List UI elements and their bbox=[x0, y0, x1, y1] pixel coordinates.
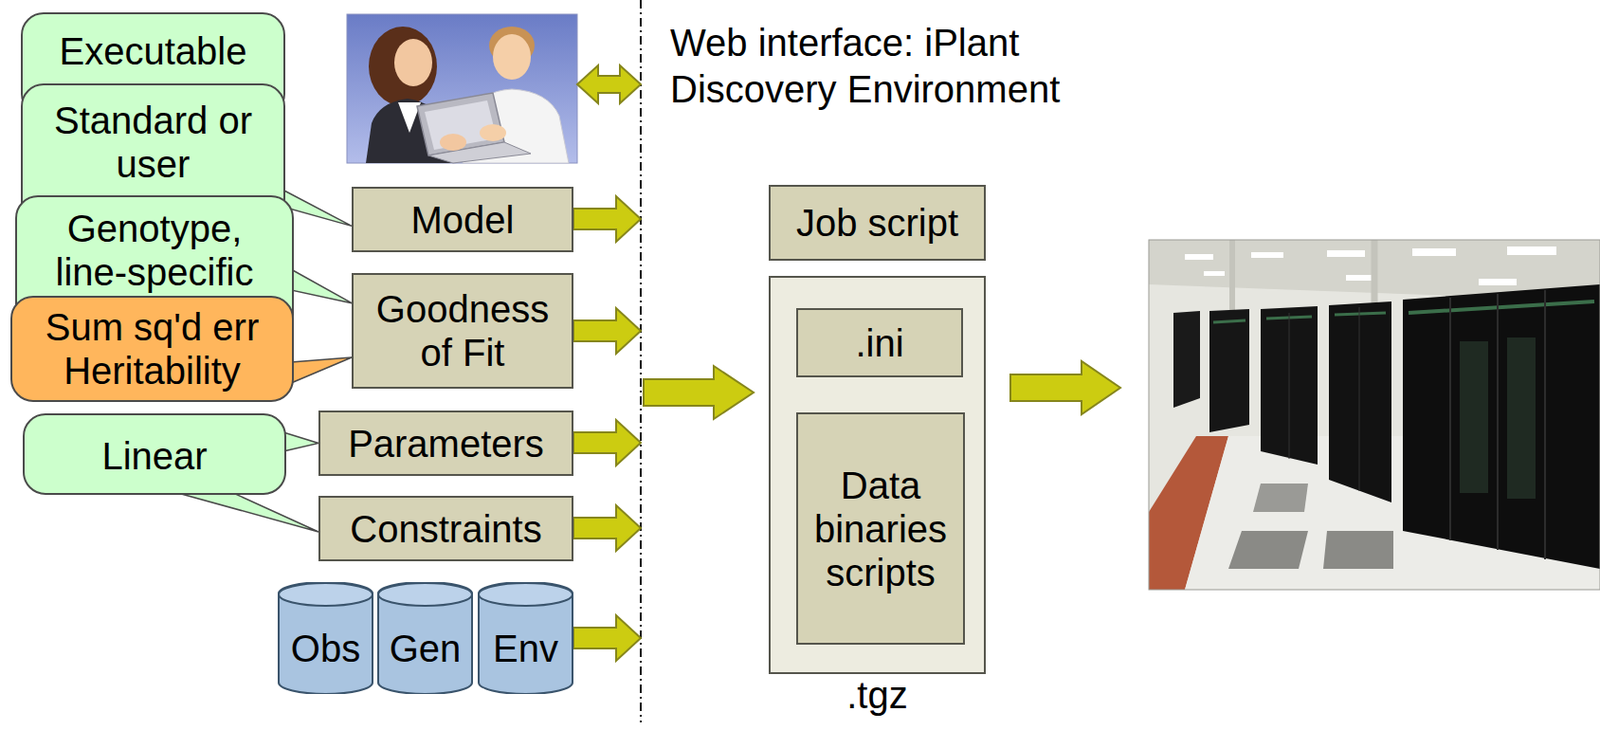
data-cylinder: Env bbox=[477, 581, 574, 694]
node-text: Sum sq'd err Heritability bbox=[23, 305, 281, 393]
process-box: Model bbox=[351, 186, 574, 253]
people-illustration-part bbox=[439, 133, 467, 151]
block-arrows-part bbox=[573, 615, 641, 661]
supercomputer-photo-part bbox=[1412, 248, 1456, 256]
supercomputer-photo-part bbox=[1371, 239, 1379, 313]
supercomputer-photo-part bbox=[1203, 271, 1225, 276]
data-cylinder: Gen bbox=[377, 581, 473, 694]
supercomputer-photo-part bbox=[1496, 293, 1499, 550]
supercomputer-photo-part bbox=[1228, 530, 1309, 569]
node-text: Genotype, line-specific bbox=[28, 206, 281, 294]
process-box: Parameters bbox=[318, 410, 574, 476]
supercomputer-photo-part bbox=[1449, 297, 1452, 541]
people-illustration-part bbox=[346, 14, 578, 164]
interface-label: Web interface: iPlant Discovery Environm… bbox=[670, 19, 1126, 113]
block-arrows-part bbox=[577, 65, 641, 104]
data-cylinder: Obs bbox=[277, 581, 374, 694]
callout-tail bbox=[283, 432, 319, 452]
block-arrows-part bbox=[643, 365, 754, 419]
supercomputer-photo-part bbox=[1253, 483, 1309, 512]
callout-tail bbox=[290, 357, 352, 383]
process-box: Goodness of Fit bbox=[351, 272, 574, 389]
node-text: Linear bbox=[101, 434, 207, 478]
file-box: Data binaries scripts bbox=[796, 412, 965, 645]
supercomputer-photo-part bbox=[1173, 310, 1200, 408]
block-arrows-part bbox=[573, 196, 641, 242]
supercomputer-photo-part bbox=[1459, 341, 1489, 493]
supercomputer-photo-part bbox=[1148, 239, 1600, 590]
node-text: .ini bbox=[854, 321, 904, 365]
node-text: Job script bbox=[796, 200, 959, 245]
archive-box: .tgz.iniData binaries scripts bbox=[768, 275, 986, 674]
node-text: .tgz bbox=[770, 675, 984, 714]
process-box: Job script bbox=[768, 184, 986, 261]
callout-bubble: Sum sq'd err Heritability bbox=[10, 295, 294, 402]
callout-bubble: Linear bbox=[22, 413, 287, 495]
supercomputer-photo-part bbox=[1408, 301, 1595, 313]
supercomputer-photo-part bbox=[1328, 301, 1392, 503]
node-text: Executable bbox=[59, 29, 248, 73]
supercomputer-photo-part bbox=[1544, 290, 1546, 560]
supercomputer-photo-part bbox=[1213, 320, 1246, 323]
supercomputer-photo-part bbox=[1345, 274, 1375, 281]
cylinder-body bbox=[378, 581, 473, 694]
node-text: Env bbox=[492, 626, 559, 671]
callout-tail bbox=[174, 491, 319, 532]
node-text: Model bbox=[411, 198, 515, 242]
supercomputer-photo-part bbox=[1209, 309, 1250, 433]
supercomputer-photo-part bbox=[1323, 530, 1394, 569]
supercomputer-photo-part bbox=[1359, 307, 1361, 491]
people-illustration-part bbox=[368, 26, 437, 107]
node-text: Gen bbox=[389, 626, 462, 671]
cylinder-body bbox=[278, 581, 373, 694]
block-arrows-part bbox=[1010, 361, 1121, 415]
process-box: Constraints bbox=[318, 495, 574, 562]
block-arrows bbox=[573, 65, 1121, 661]
supercomputer-photo-part bbox=[1251, 252, 1284, 258]
file-box: .ini bbox=[796, 308, 964, 378]
node-text: Constraints bbox=[349, 507, 542, 551]
supercomputer-photo-part bbox=[1402, 284, 1600, 569]
supercomputer-photo bbox=[1148, 239, 1600, 590]
supercomputer-photo-part bbox=[1507, 246, 1557, 255]
block-arrows-part bbox=[573, 505, 641, 551]
supercomputer-photo-part bbox=[1184, 254, 1214, 260]
supercomputer-photo-part bbox=[1229, 239, 1236, 313]
node-text: Data binaries scripts bbox=[809, 463, 952, 595]
supercomputer-photo-part bbox=[1334, 312, 1386, 315]
people-illustration-part bbox=[424, 100, 497, 150]
supercomputer-photo-part bbox=[1289, 312, 1291, 459]
node-text: Goodness of Fit bbox=[367, 287, 558, 375]
supercomputer-photo-part bbox=[1327, 250, 1365, 257]
cylinder-top bbox=[278, 582, 373, 606]
supercomputer-photo-part bbox=[1507, 337, 1536, 499]
callout-tail bbox=[290, 269, 352, 304]
block-arrows-part bbox=[573, 419, 641, 466]
people-illustration-part bbox=[492, 34, 531, 80]
supercomputer-photo-part bbox=[1260, 306, 1318, 465]
people-illustration-part bbox=[479, 124, 507, 142]
boundary-line bbox=[639, 0, 642, 723]
node-text: Standard or user bbox=[34, 98, 273, 186]
cylinder-top bbox=[478, 582, 573, 606]
cylinder-top bbox=[378, 582, 473, 606]
supercomputer-photo-part bbox=[1478, 278, 1517, 286]
node-text: Parameters bbox=[347, 421, 545, 466]
cylinder-body bbox=[478, 581, 573, 694]
block-arrows-part bbox=[573, 308, 641, 354]
people-illustration-part bbox=[394, 38, 433, 87]
node-text: Obs bbox=[290, 626, 361, 671]
supercomputer-photo-part bbox=[1148, 239, 1600, 590]
people-illustration bbox=[346, 14, 578, 164]
